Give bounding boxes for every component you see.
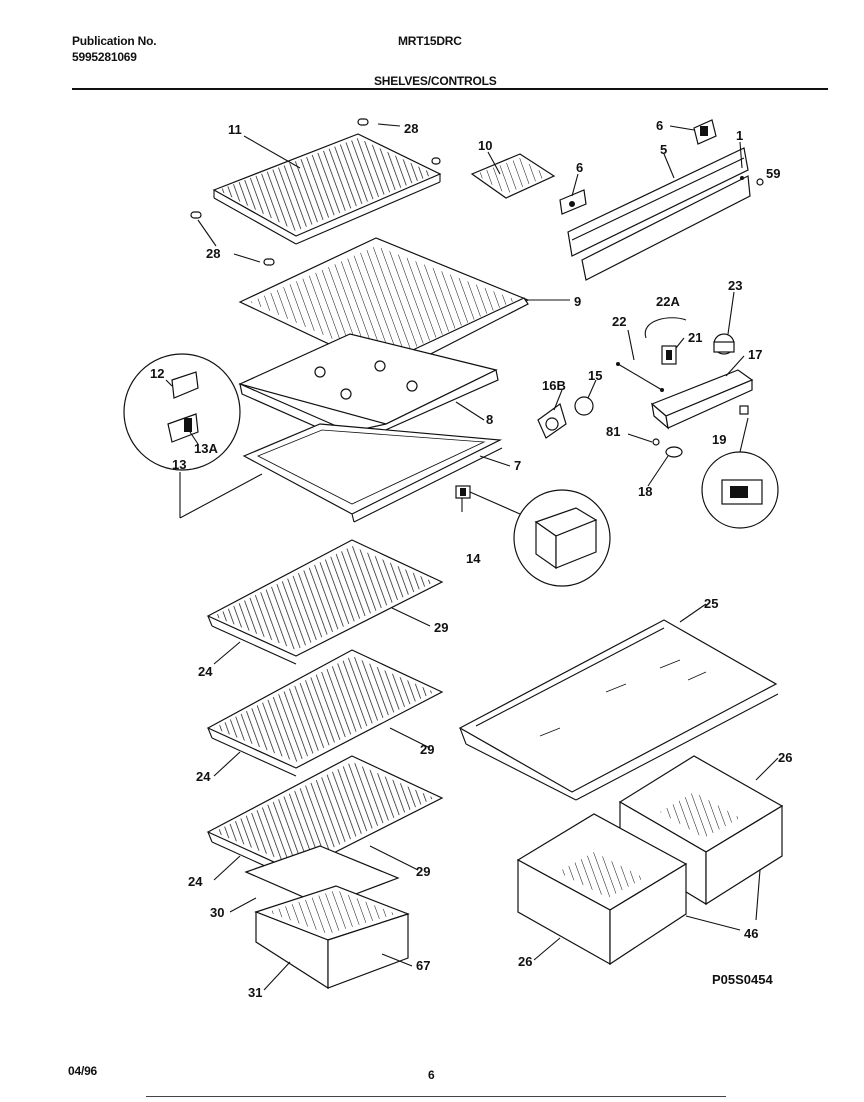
footer-rule	[146, 1096, 726, 1097]
knob-dial-icon	[665, 446, 683, 458]
diagram-code: P05S0454	[712, 972, 773, 987]
callout-12: 12	[150, 366, 164, 381]
callout-1: 1	[736, 128, 743, 143]
callout-24: 24	[196, 769, 211, 784]
callout-31: 31	[248, 985, 262, 1000]
header-rule	[72, 88, 828, 90]
crisper-cover-glass	[458, 619, 779, 801]
callout-46: 46	[744, 926, 758, 941]
meat-pan-cover	[244, 845, 400, 907]
callout-29: 29	[434, 620, 448, 635]
callout-10: 10	[478, 138, 492, 153]
control-bracket-small	[559, 189, 587, 215]
callout-15: 15	[588, 368, 602, 383]
callout-16b: 16B	[542, 378, 566, 393]
screw-icon	[652, 438, 660, 446]
light-bulb-icon	[574, 396, 594, 416]
callout-67: 67	[416, 958, 430, 973]
damper-control	[455, 485, 471, 512]
callout-28: 28	[206, 246, 220, 261]
callout-11: 11	[228, 122, 242, 137]
light-switch-icon	[739, 405, 749, 415]
callout-24: 24	[188, 874, 203, 889]
callout-28: 28	[404, 121, 418, 136]
leader-lines	[165, 123, 779, 991]
callout-6: 6	[656, 118, 663, 133]
callout-17: 17	[748, 347, 762, 362]
freezer-floor-tray	[238, 333, 499, 445]
publication-label: Publication No.	[72, 34, 157, 48]
meat-pan	[254, 885, 410, 990]
shelf-support-clip-icon	[190, 118, 441, 266]
model-number: MRT15DRC	[398, 34, 462, 48]
callout-29: 29	[416, 864, 430, 879]
control-box	[650, 369, 754, 430]
footer-date: 04/96	[68, 1064, 98, 1078]
callout-29: 29	[420, 742, 434, 757]
callout-26: 26	[778, 750, 792, 765]
thermostat-icon	[713, 333, 735, 355]
callout-25: 25	[704, 596, 718, 611]
callout-9: 9	[574, 294, 581, 309]
wire-shelf-middle	[206, 649, 444, 777]
callout-8: 8	[486, 412, 493, 427]
callout-81: 81	[606, 424, 620, 439]
callout-5: 5	[660, 142, 667, 157]
section-title: SHELVES/CONTROLS	[374, 74, 497, 88]
callout-19: 19	[712, 432, 726, 447]
crisper-drawer-left	[516, 813, 688, 966]
callout-18: 18	[638, 484, 652, 499]
callout-13: 13	[172, 457, 186, 472]
callout-26: 26	[518, 954, 532, 969]
callout-6: 6	[576, 160, 583, 175]
callout-21: 21	[688, 330, 702, 345]
publication-number: 5995281069	[72, 50, 137, 64]
freezer-wire-shelf	[212, 133, 442, 245]
light-socket	[661, 345, 677, 365]
screw-icon	[756, 178, 764, 186]
callout-labels: 11 28 28 10 6 6 5 1 59 9 22A 23 22 21 17…	[150, 118, 792, 1000]
callout-24: 24	[198, 664, 213, 679]
callout-22: 22	[612, 314, 626, 329]
wire-shelf-upper	[206, 539, 444, 665]
capillary-tube	[616, 362, 664, 392]
callout-7: 7	[514, 458, 521, 473]
damper-detail	[513, 489, 611, 587]
light-switch-detail	[701, 451, 779, 529]
control-bracket-clip	[693, 119, 717, 145]
footer-page-number: 6	[428, 1068, 435, 1082]
callout-14: 14	[466, 551, 481, 566]
callout-22a: 22A	[656, 294, 680, 309]
callout-23: 23	[728, 278, 742, 293]
control-housing-panel	[567, 147, 751, 281]
air-baffle-plate	[242, 423, 503, 523]
callout-59: 59	[766, 166, 780, 181]
control-wire	[644, 317, 687, 339]
shelf-support-detail	[123, 353, 241, 471]
callout-13a: 13A	[194, 441, 218, 456]
ice-tray	[470, 153, 556, 199]
callout-30: 30	[210, 905, 224, 920]
control-knob	[537, 403, 567, 439]
